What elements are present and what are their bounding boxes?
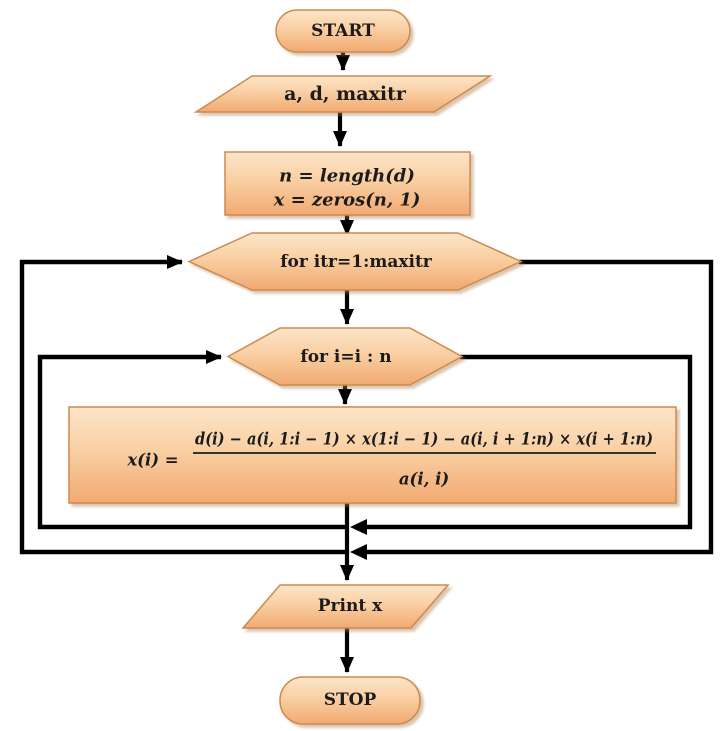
outer-loop-exit-path (356, 259, 714, 555)
inner-merge-arrowhead (350, 519, 367, 535)
outer-loop-hexagon (187, 232, 523, 291)
formula-lhs: x(i) = (126, 451, 178, 470)
init-process-box (224, 151, 471, 216)
input-parallelogram (193, 75, 493, 113)
outer-merge-arrowhead (350, 544, 367, 560)
input-label: a, d, maxitr (284, 83, 407, 105)
print-parallelogram (241, 584, 450, 629)
formula-numerator: d(i) − a(i, 1:i − 1) × x(1:i − 1) − a(i,… (195, 430, 653, 449)
inner-loop-label: for i=i : n (300, 347, 391, 367)
inner-loop-hexagon (226, 327, 464, 386)
outer-loop-return-path (19, 255, 349, 555)
init-line1: n = length(d) (279, 166, 415, 187)
formula-box (68, 406, 677, 504)
outer-loop-label: for itr=1:maxitr (280, 252, 433, 272)
inner-loop-exit-path (356, 354, 693, 530)
formula-denominator: a(i, i) (399, 470, 449, 489)
start-label: START (311, 21, 375, 41)
start-terminator (275, 9, 411, 53)
inner-loop-return-path (37, 350, 349, 530)
stop-terminator (279, 676, 421, 725)
print-label: Print x (318, 596, 383, 616)
stop-label: STOP (324, 690, 377, 710)
init-line2: x = zeros(n, 1) (273, 190, 421, 211)
